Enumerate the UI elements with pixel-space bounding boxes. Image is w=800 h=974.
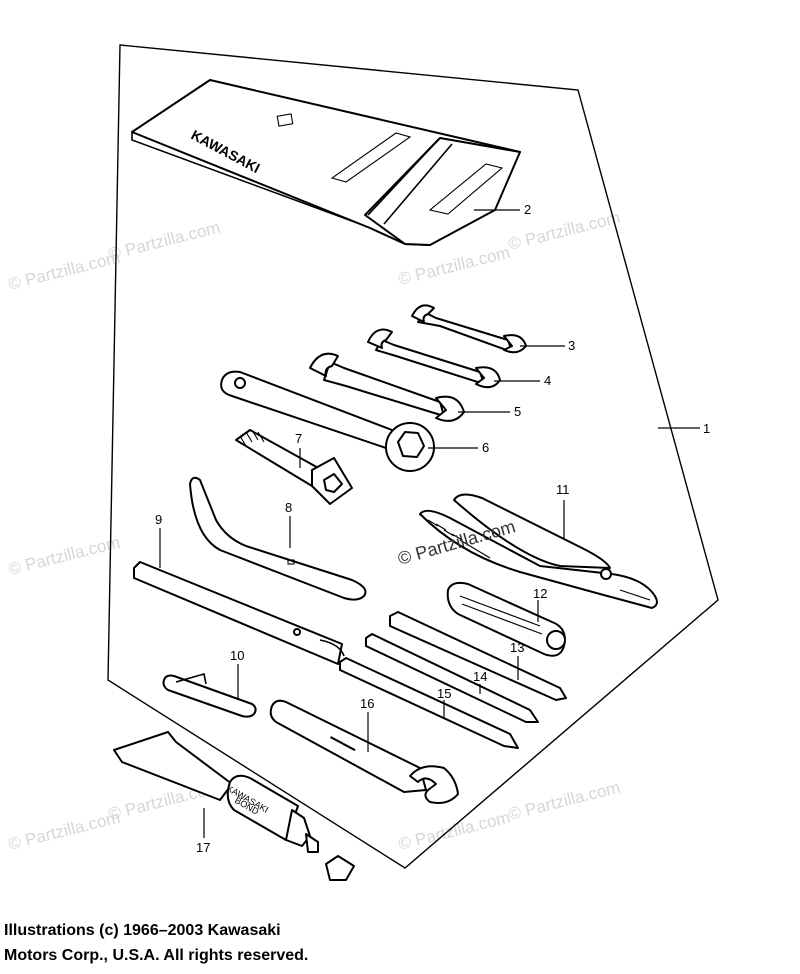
callout-4: 4	[544, 373, 551, 388]
screwdriver-bit-phillips	[389, 611, 567, 701]
watermark: © Partzilla.com	[396, 243, 512, 289]
wrench-medium	[367, 328, 501, 389]
callouts: 1 2 3 4 5 6 7 8 9 10 11 12 13 14 15 16 1…	[155, 202, 710, 855]
handle-bar	[133, 561, 345, 665]
bond-tube: KAWASAKI BOND	[113, 731, 355, 881]
kit-boundary	[107, 44, 719, 869]
leader-lines	[159, 209, 700, 838]
watermark: © Partzilla.com	[6, 533, 122, 579]
box-wrench	[220, 370, 435, 472]
wrench-large	[309, 352, 465, 422]
callout-10: 10	[230, 648, 244, 663]
pliers	[419, 493, 658, 609]
screwdriver-handle	[446, 581, 566, 657]
callout-14: 14	[473, 669, 487, 684]
plug-socket	[235, 429, 353, 505]
callout-8: 8	[285, 500, 292, 515]
watermark: © Partzilla.com	[6, 808, 122, 854]
callout-7: 7	[295, 431, 302, 446]
hex-key	[162, 672, 257, 718]
watermark: © Partzilla.com	[396, 808, 512, 854]
callout-3: 3	[568, 338, 575, 353]
watermark: © Partzilla.com	[6, 248, 122, 294]
callout-13: 13	[510, 640, 524, 655]
callout-6: 6	[482, 440, 489, 455]
hook-spanner	[189, 476, 367, 601]
callout-16: 16	[360, 696, 374, 711]
screwdriver-bit	[339, 657, 519, 749]
callout-9: 9	[155, 512, 162, 527]
callout-11: 11	[556, 482, 570, 497]
open-end-wrench: ▬▬▬▬	[269, 699, 459, 804]
screwdriver-bit-flat	[365, 633, 539, 723]
copyright-line-2: Motors Corp., U.S.A. All rights reserved…	[4, 947, 309, 964]
callout-5: 5	[514, 404, 521, 419]
copyright-line-1: Illustrations (c) 1966–2003 Kawasaki	[4, 922, 281, 939]
watermark: © Partzilla.com	[506, 778, 622, 824]
wrench-small	[411, 304, 527, 354]
callout-12: 12	[533, 586, 547, 601]
callout-2: 2	[524, 202, 531, 217]
callout-15: 15	[437, 686, 451, 701]
watermark: © Partzilla.com	[106, 218, 222, 264]
tool-pouch: KAWASAKI	[131, 79, 521, 246]
callout-17: 17	[196, 840, 210, 855]
copyright-notice: Illustrations (c) 1966–2003 Kawasaki Mot…	[4, 918, 308, 968]
callout-1: 1	[703, 421, 710, 436]
